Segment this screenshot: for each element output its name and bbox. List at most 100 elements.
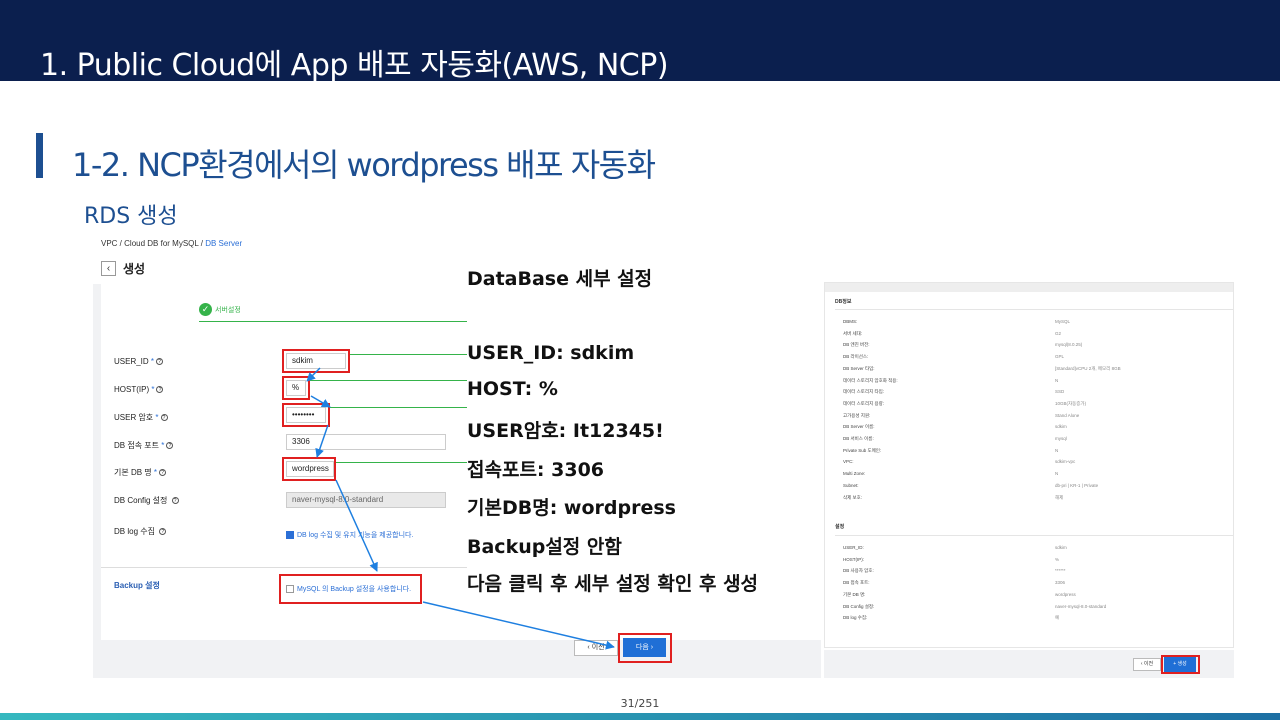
step-label[interactable]: 서버설정 [215, 307, 241, 314]
review-row-key: DB log 수집: [843, 615, 868, 621]
help-icon[interactable]: ? [156, 386, 164, 394]
review-row-value: Stand Alone [1055, 412, 1080, 418]
review-row-value: sdkim-vpc [1055, 459, 1076, 465]
db-port-input[interactable]: 3306 [286, 434, 446, 450]
db-log-checkbox[interactable]: DB log 수집 및 유지 기능을 제공합니다. [286, 530, 413, 540]
create-button[interactable]: + 생성 [1164, 657, 1196, 672]
backup-checkbox[interactable]: MySQL 의 Backup 설정을 사용합니다. [286, 584, 411, 594]
review-prev-button[interactable]: ‹ 이전 [1133, 658, 1161, 671]
green-guide-line [308, 380, 518, 381]
backup-label: Backup 설정 [114, 581, 160, 590]
db-config-select[interactable]: naver-mysql-8.0-standard [286, 492, 446, 508]
breadcrumb: VPC / Cloud DB for MySQL / DB Server [101, 239, 242, 248]
note-line: USER암호: It12345! [467, 420, 664, 442]
user-password-input[interactable]: •••••••• [286, 407, 326, 423]
footer-strip [0, 713, 1280, 720]
breadcrumb-db-server[interactable]: DB Server [205, 239, 243, 248]
review-row: 삭제 보호:해제 [825, 495, 1233, 505]
user-id-input[interactable]: sdkim [286, 353, 346, 369]
review-row-key: DB 엔진 버전: [843, 342, 870, 348]
divider [101, 567, 821, 568]
help-icon[interactable]: ? [171, 497, 179, 505]
review-row: VPC: sdkim-vpc [825, 459, 1233, 469]
review-row-value: N [1055, 447, 1059, 453]
green-guide-line [329, 407, 518, 408]
review-row-value: GPL [1055, 354, 1065, 360]
review-row-value: wordpress [1055, 591, 1076, 597]
db-config-label: DB Config 설정 ? [114, 495, 179, 506]
slide-title: 1. Public Cloud에 App 배포 자동화(AWS, NCP) [40, 48, 669, 83]
review-row: DB 접속 포트:3306 [825, 580, 1233, 590]
back-icon[interactable]: ‹ [101, 261, 116, 276]
note-line: 접속포트: 3306 [467, 459, 605, 481]
backup-text: MySQL 의 Backup 설정을 사용합니다. [297, 586, 412, 593]
review-row-key: DB Config 설정: [843, 603, 875, 609]
next-button[interactable]: 다음 › [623, 638, 666, 657]
user-id-label: USER_ID *? [114, 357, 164, 366]
review-row-key: 서버 세대: [843, 330, 863, 336]
notes-panel: DataBase 세부 설정 USER_ID: sdkim HOST: % US… [467, 259, 827, 597]
help-icon[interactable]: ? [156, 358, 164, 366]
review-row-value: 10GB(자동증가) [1055, 400, 1087, 406]
highlight-backup [279, 574, 422, 604]
header-bar [0, 0, 1280, 81]
review-row-key: USER_ID: [843, 545, 864, 550]
note-line: 다음 클릭 후 세부 설정 확인 후 생성 [467, 573, 759, 595]
review-row: Multi Zone:N [825, 471, 1233, 481]
review-row-value: 해제 [1055, 494, 1064, 500]
note-line: USER_ID: sdkim [467, 342, 635, 364]
review-section-db-info: DB정보 [835, 299, 852, 305]
review-row-value: 3306 [1055, 580, 1066, 586]
review-row: Subnet:db-pri | KR-1 | Private [825, 483, 1233, 493]
review-row-key: 데이터 스토리지 타입: [843, 389, 885, 395]
page-title: 생성 [123, 262, 146, 276]
review-row-value: sdkim [1055, 424, 1067, 430]
user-password-label: USER 암호 *? [114, 412, 168, 423]
help-icon[interactable]: ? [166, 442, 174, 450]
review-row: 서버 세대: G2 [825, 331, 1233, 341]
review-header [825, 283, 1233, 292]
help-icon[interactable]: ? [159, 528, 167, 536]
host-ip-input[interactable]: % [286, 380, 306, 396]
arrow-password-to-dbname [315, 424, 329, 458]
help-icon[interactable]: ? [159, 469, 166, 477]
review-row-value: SSD [1055, 389, 1065, 395]
review-row-key: HOST(IP): [843, 556, 864, 562]
review-row-key: DBMS: [843, 319, 858, 324]
review-row-key: 데이터 스토리지 암호화 적용: [843, 377, 898, 383]
page-number: 31/251 [620, 697, 660, 710]
review-row: USER_ID:sdkim [825, 545, 1233, 555]
review-row-key: VPC: [843, 459, 854, 465]
highlight-host [282, 376, 310, 400]
db-create-form-screenshot: VPC / Cloud DB for MySQL / DB Server ‹ 생… [93, 232, 821, 678]
highlight-password [282, 403, 330, 427]
default-db-name-input[interactable]: wordpress [286, 461, 334, 477]
divider [835, 535, 1233, 536]
breadcrumb-cloud-db[interactable]: Cloud DB for MySQL / [124, 239, 203, 248]
review-row-value: mysql [1055, 436, 1067, 441]
review-row: 기본 DB 명:wordpress [825, 592, 1233, 602]
review-row: DBMS:MySQL [825, 319, 1233, 329]
review-row: DB 엔진 버전:mysql(8.0.25) [825, 342, 1233, 352]
highlight-db-name [282, 457, 336, 481]
review-row: DB Config 설정: naver-mysql-8.0-standard [825, 604, 1233, 614]
db-log-text: DB log 수집 및 유지 기능을 제공합니다. [297, 532, 414, 539]
review-row-key: DB Server 타입: [843, 365, 875, 371]
review-row: 데이터 스토리지 용량: 10GB(자동증가) [825, 401, 1233, 411]
review-row: 데이터 스토리지 암호화 적용:N [825, 378, 1233, 388]
review-row-value: 예 [1055, 615, 1060, 621]
help-icon[interactable]: ? [160, 414, 168, 422]
breadcrumb-vpc[interactable]: VPC / [101, 239, 122, 248]
arrow-dbname-to-backup [335, 479, 378, 572]
checkbox-unchecked-icon [286, 585, 294, 594]
notes-title: DataBase 세부 설정 [467, 268, 653, 290]
review-row-key: 데이터 스토리지 용량: [843, 400, 885, 406]
section-accent-bar [36, 133, 43, 178]
note-line: 기본DB명: wordpress [467, 497, 676, 519]
review-row-value: [Standard]vCPU 2개, 메모리 8GB [1055, 365, 1121, 371]
review-row-value: G2 [1055, 330, 1062, 336]
review-row-key: DB 사용자 암호: [843, 568, 874, 574]
review-row-key: DB 라이선스: [843, 354, 869, 360]
review-row-key: DB 서비스 이름: [843, 436, 874, 441]
review-row-value: naver-mysql-8.0-standard [1055, 603, 1107, 609]
